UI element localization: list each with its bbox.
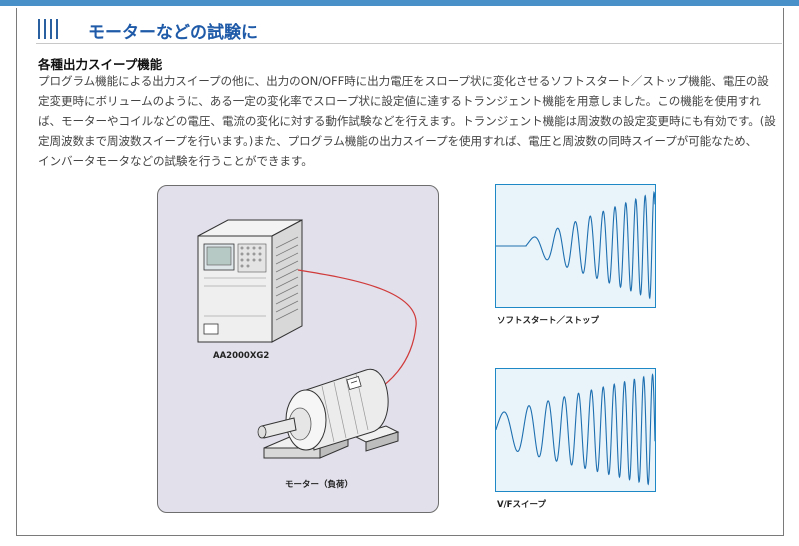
description-line: ば、モーターやコイルなどの電圧、電流の変化に対する動作試験などを行えます。トラン… (38, 114, 776, 128)
description-line: 定周波数まで周波数スイープを行います。)また、プログラム機能の出力スイープを使用… (38, 134, 758, 148)
description-line: プログラム機能による出力スイープの他に、出力のON/OFF時に出力電圧をスロープ… (38, 74, 769, 88)
feature-heading: 各種出力スイープ機能 (38, 57, 163, 72)
description-line: インバータモータなどの試験を行うことができます。 (38, 154, 313, 168)
waveform-line (496, 373, 655, 486)
vf-sweep-label: V/Fスイープ (497, 500, 546, 510)
output-cable (297, 269, 417, 397)
title-divider (36, 43, 782, 44)
soft-start-label: ソフトスタート／ストップ (497, 316, 600, 326)
waveform-line (496, 190, 655, 300)
soft-start-waveform (495, 184, 656, 308)
diagram-illustration (197, 219, 417, 459)
device-label: AA2000XG2 (213, 351, 270, 361)
motor-icon (257, 368, 400, 459)
vf-sweep-waveform (495, 368, 656, 492)
section-title: モーターなどの試験に (88, 23, 258, 43)
soft-start-wave-plot (496, 190, 655, 300)
connection-diagram: AA2000XG2 モーター（負荷） (157, 185, 439, 513)
power-supply-icon (197, 219, 303, 343)
feature-description: プログラム機能による出力スイープの他に、出力のON/OFF時に出力電圧をスロープ… (38, 71, 778, 171)
vf-sweep-wave-plot (496, 373, 655, 486)
top-accent-line (0, 0, 799, 6)
section-header: モーターなどの試験に (24, 14, 784, 44)
content-frame (16, 8, 784, 536)
description-line: 定変更時にボリュームのように、ある一定の変化率でスロープ状に設定値に達するトラン… (38, 94, 761, 108)
motor-label: モーター（負荷） (285, 480, 354, 490)
